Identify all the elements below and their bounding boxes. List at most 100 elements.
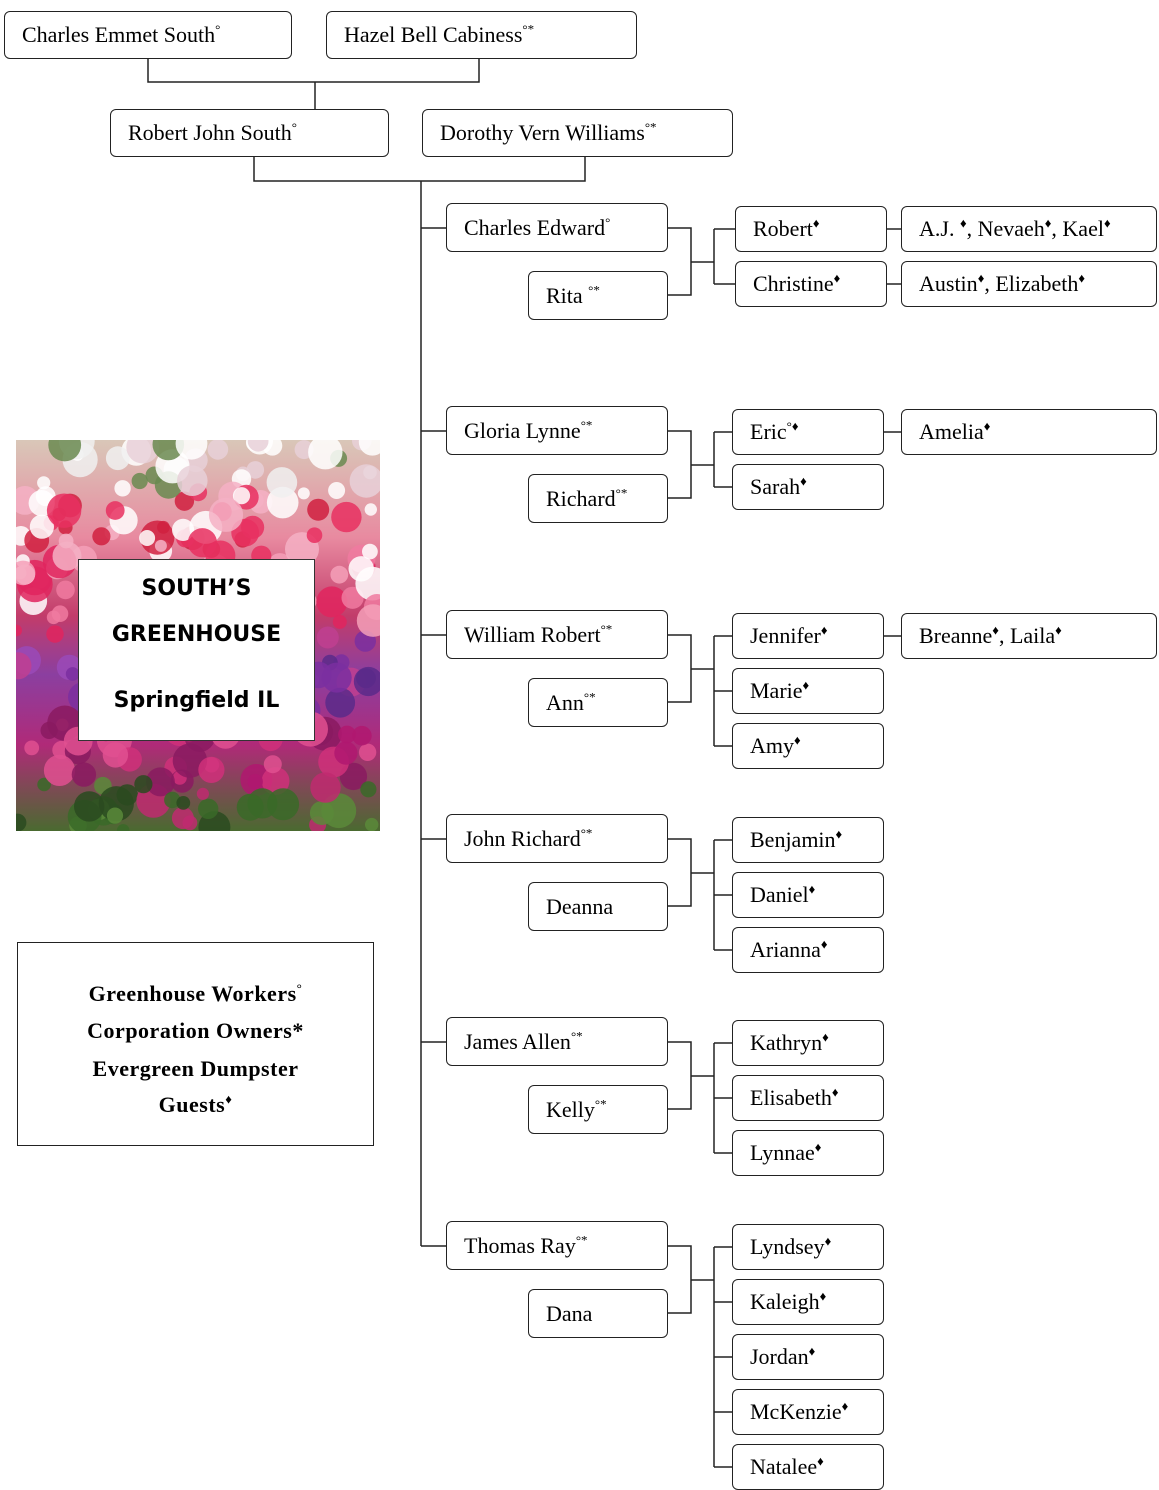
- flower-blossom: [98, 786, 134, 822]
- flower-blossom: [114, 480, 131, 497]
- great-grandchild-box-text: A.J.: [919, 216, 960, 241]
- spouse-box: Kelly°*: [528, 1085, 668, 1134]
- grandchild-box-text: Natalee: [750, 1454, 818, 1479]
- grandchild-box-mark: ♦: [820, 622, 828, 638]
- grandchild-box: Jennifer♦: [732, 613, 884, 659]
- flower-blossom: [16, 560, 36, 586]
- flower-blossom: [267, 788, 300, 821]
- grandchild-box-mark: ♦: [824, 1233, 832, 1249]
- grandchild-box-mark: ♦: [808, 881, 816, 897]
- parent-box: Robert John South°: [110, 109, 389, 157]
- grandchild-box: Benjamin♦: [732, 817, 884, 863]
- flower-blossom: [349, 464, 380, 498]
- flower-blossom: [74, 791, 105, 822]
- flower-blossom: [196, 787, 209, 800]
- grandchild-box: Eric°♦: [732, 409, 884, 455]
- flower-blossom: [154, 539, 167, 552]
- flower-blossom: [177, 465, 208, 496]
- great-grandchild-box-mark: ♦: [1044, 215, 1052, 231]
- spouse-box-mark: °*: [588, 282, 600, 298]
- connector: [668, 1245, 692, 1314]
- grandchild-box-mark: ♦: [817, 1453, 824, 1469]
- flower-blossom: [46, 625, 64, 643]
- flower-blossom: [139, 530, 156, 546]
- grandchild-box: Sarah♦: [732, 464, 884, 510]
- flower-blossom: [92, 527, 111, 546]
- grandchild-box-mark: ♦: [814, 1139, 822, 1155]
- flower-blossom: [102, 742, 129, 768]
- flower-blossom: [310, 772, 341, 803]
- grandchild-box-mark: ♦: [841, 1398, 849, 1414]
- child-box-mark: °*: [575, 1232, 588, 1248]
- grandchild-box: Kathryn♦: [732, 1020, 884, 1066]
- flower-blossom: [321, 662, 352, 693]
- grandchild-box-text: Marie: [750, 678, 803, 703]
- spouse-box: Ann°*: [528, 678, 668, 727]
- spouse-box-text: Dana: [546, 1300, 593, 1326]
- flower-blossom: [71, 762, 97, 787]
- grandchild-box-text: McKenzie: [750, 1399, 842, 1424]
- grandchild-box-text: Benjamin: [750, 827, 836, 852]
- child-box-text: James Allen: [464, 1028, 571, 1054]
- great-grandchild-box-mark: ♦: [992, 622, 999, 638]
- child-box: James Allen°*: [446, 1017, 668, 1066]
- flower-blossom: [246, 461, 265, 479]
- legend-dumpster: Evergreen Dumpster: [92, 1056, 299, 1081]
- flower-blossom: [126, 440, 160, 464]
- child-box: William Robert°*: [446, 610, 668, 659]
- spouse-box-text: Richard: [546, 485, 616, 511]
- flower-blossom: [306, 527, 323, 543]
- flower-blossom: [145, 767, 175, 797]
- flower-blossom: [131, 472, 148, 490]
- grandchild-box-mark: ♦: [831, 1084, 839, 1100]
- flower-blossom: [247, 774, 263, 790]
- grandchild-box: Natalee♦: [732, 1444, 884, 1490]
- grandchild-box-text: Lyndsey: [750, 1234, 825, 1259]
- spouse-box: Rita °*: [528, 271, 668, 320]
- flower-blossom: [46, 493, 82, 528]
- great-grandchild-box-text: Breanne: [919, 623, 993, 648]
- flower-blossom: [364, 503, 377, 516]
- child-box-mark: °: [605, 214, 611, 230]
- flower-blossom: [328, 482, 346, 499]
- flower-blossom: [37, 777, 51, 792]
- connector: [668, 1041, 692, 1110]
- connector: [147, 59, 480, 83]
- flower-blossom: [236, 793, 264, 821]
- flower-blossom: [175, 440, 208, 460]
- great-grandchild-box-mark: ♦: [1078, 270, 1086, 286]
- grandchild-box: Kaleigh♦: [732, 1279, 884, 1325]
- spouse-box-mark: °*: [594, 1096, 607, 1112]
- flower-blossom: [247, 440, 269, 452]
- spouse-box-text: Ann: [546, 689, 584, 715]
- child-box-mark: °*: [600, 621, 613, 637]
- flower-blossom: [316, 586, 348, 618]
- flower-blossom: [325, 687, 356, 718]
- flower-blossom: [338, 725, 356, 744]
- flower-blossom: [358, 743, 377, 761]
- grandchild-box-text: Sarah: [750, 474, 801, 499]
- grandparent-box: Charles Emmet South°: [4, 11, 292, 59]
- spouse-box: Deanna: [528, 882, 668, 931]
- grandchild-box: Amy♦: [732, 723, 884, 769]
- flower-blossom: [29, 514, 54, 539]
- legend-box: Greenhouse Workers° Corporation Owners* …: [17, 942, 374, 1146]
- flower-blossom: [174, 491, 195, 511]
- grandchild-box: Jordan♦: [732, 1334, 884, 1380]
- child-box-text: Charles Edward: [464, 214, 606, 240]
- grandchild-box-text: Daniel: [750, 882, 809, 907]
- flower-blossom: [46, 610, 61, 625]
- great-grandchild-box: Amelia♦: [901, 409, 1157, 455]
- flower-blossom: [207, 440, 229, 460]
- spouse-box-text: Kelly: [546, 1096, 595, 1122]
- flower-blossom: [198, 756, 225, 783]
- spouse-box: Richard°*: [528, 474, 668, 523]
- flower-blossom: [308, 440, 343, 470]
- flower-blossom: [348, 556, 374, 582]
- flower-blossom: [261, 767, 290, 795]
- child-box-mark: °*: [580, 825, 593, 841]
- great-grandchild-box-mark: ♦: [1103, 215, 1111, 231]
- legend-owners: Corporation Owners*: [87, 1018, 304, 1043]
- legend-workers: Greenhouse Workers°: [88, 980, 303, 1006]
- sign-line-3: Springfield IL: [113, 688, 280, 713]
